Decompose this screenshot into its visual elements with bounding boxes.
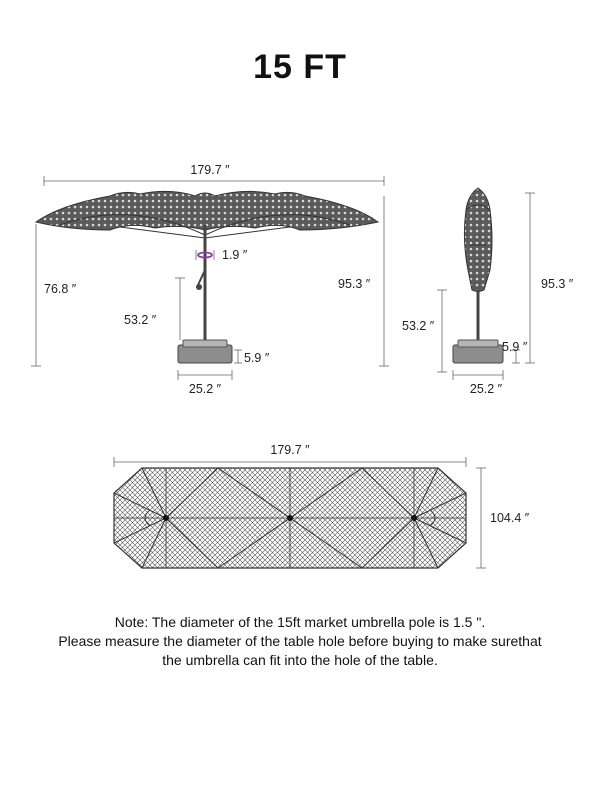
closed-total-height-label: 95.3 ″ (541, 277, 574, 291)
side-base (177, 344, 233, 364)
note-line-3: the umbrella can fit into the hole of th… (162, 652, 438, 668)
eave-height-label: 76.8 ″ (44, 282, 77, 296)
closed-base (452, 344, 504, 364)
pole-ring-marker (197, 251, 213, 259)
total-height-label: 95.3 ″ (338, 277, 371, 291)
top-width-label: 104.4 ″ (490, 511, 530, 525)
top-length-label: 179.7 ″ (270, 443, 310, 457)
note-line-1: Note: The diameter of the 15ft market um… (114, 614, 486, 630)
top-view: 179.7 ″ 104.4 ″ (113, 443, 530, 569)
side-width-label: 179.7 ″ (190, 163, 230, 177)
closed-canopy-shape (463, 187, 493, 293)
closed-view: 53.2 ″ 5.9 ″ 25.2 ″ 95.3 ″ (402, 187, 574, 396)
base-width-label: 25.2 ″ (189, 382, 222, 396)
closed-base-height-label: 5.9 ″ (502, 340, 528, 354)
rib-height-label: 1.9 ″ (222, 248, 248, 262)
open-canopy-shape (34, 190, 380, 231)
side-view: 179.7 ″ 1.9 ″ 76.8 ″ 53.2 ″ 5.9 ″ (31, 163, 389, 396)
page-title: 15 FT (253, 48, 347, 86)
base-height-label: 5.9 ″ (244, 351, 270, 365)
closed-pole-height-label: 53.2 ″ (402, 319, 435, 333)
pole-height-label: 53.2 ″ (124, 313, 157, 327)
closed-base-width-label: 25.2 ″ (470, 382, 503, 396)
note-line-2: Please measure the diameter of the table… (58, 633, 542, 649)
